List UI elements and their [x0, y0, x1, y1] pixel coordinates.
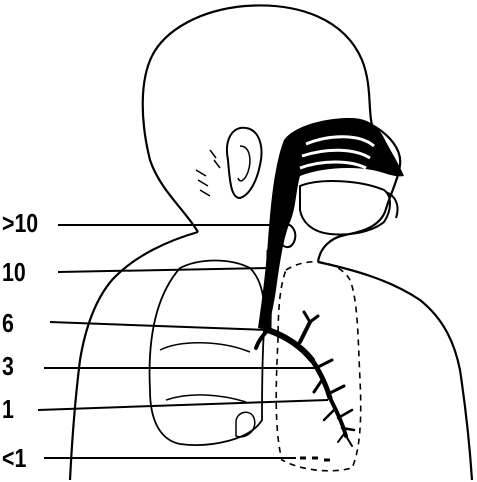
leader-line-2	[58, 268, 270, 272]
bronchial-dots	[300, 458, 330, 460]
ear-inner	[238, 146, 250, 181]
back-of-head	[143, 56, 198, 232]
airway-label-2: 10	[2, 259, 26, 285]
oral-cavity	[300, 181, 390, 234]
airway-label-4: 3	[2, 353, 14, 379]
leader-line-5	[38, 400, 328, 410]
heart	[236, 412, 255, 437]
left-lung-lobes	[160, 343, 250, 402]
airway-label-1: >10	[2, 210, 38, 236]
trachea	[268, 250, 270, 330]
shoulder-right	[318, 262, 472, 480]
airway-label-5: 1	[2, 396, 14, 422]
airway-label-3: 6	[2, 310, 14, 336]
ear	[227, 128, 261, 198]
left-lung	[150, 261, 265, 446]
leader-line-3	[50, 322, 268, 330]
bronchial-tree	[256, 312, 354, 446]
hair-marks	[196, 150, 220, 196]
leader-lines	[38, 225, 328, 458]
airway-label-6: <1	[2, 445, 26, 471]
